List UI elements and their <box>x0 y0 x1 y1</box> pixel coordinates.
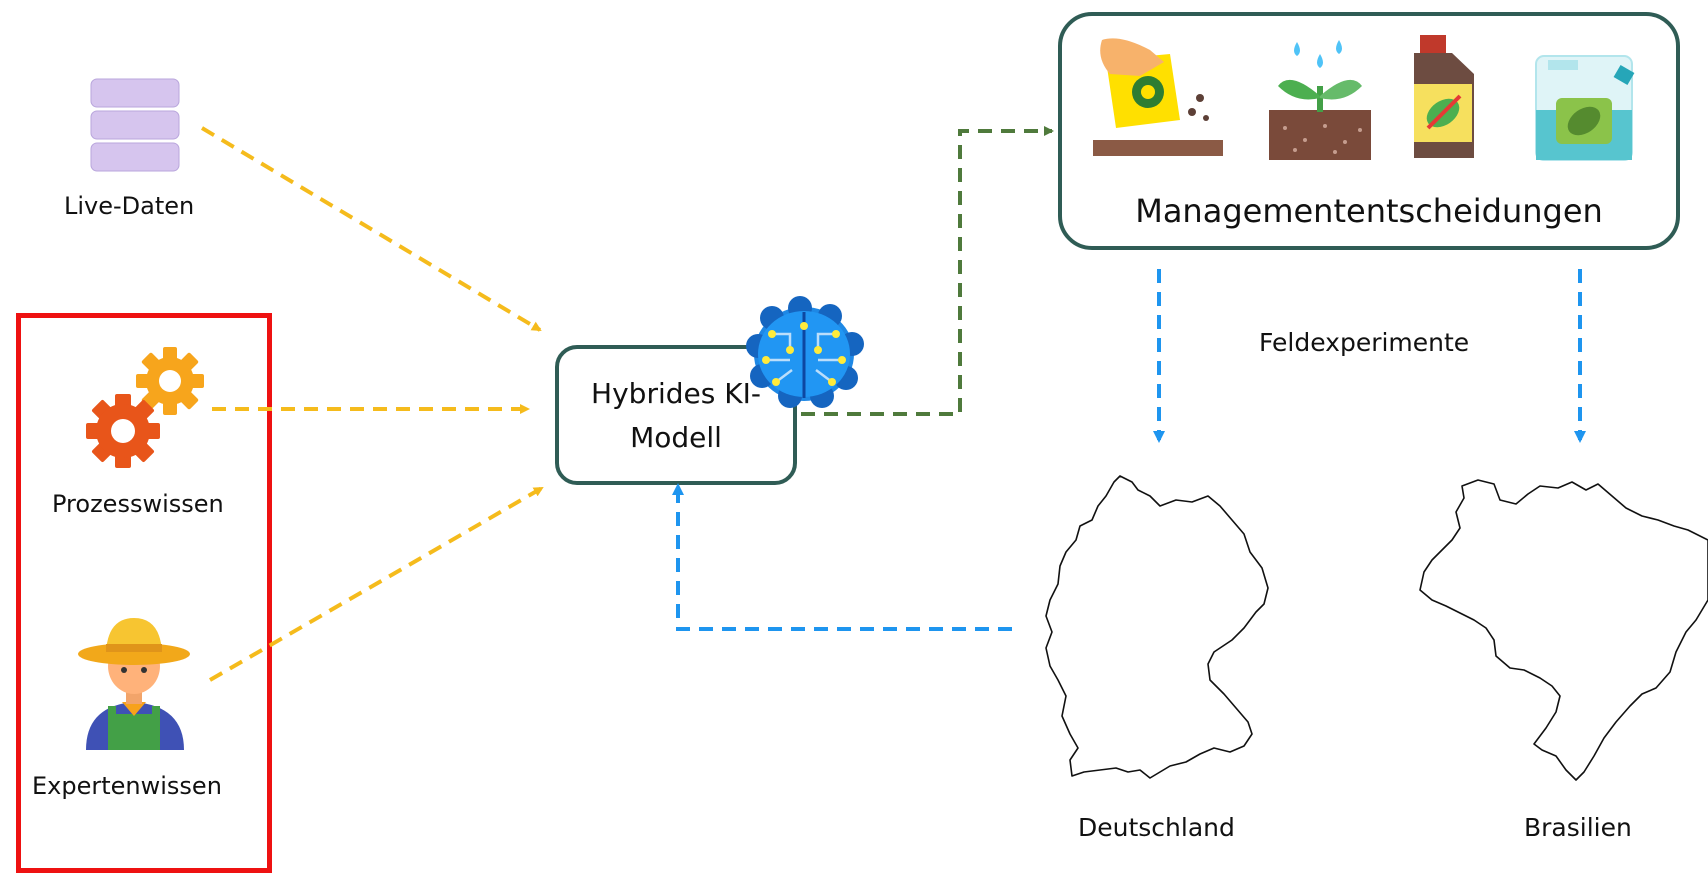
arrow-germany-feedback-to-model <box>672 483 1012 631</box>
database-icon <box>90 78 180 172</box>
field-experiments-label: Feldexperimente <box>1259 328 1470 357</box>
germany-label: Deutschland <box>1078 813 1235 842</box>
pesticide-bottle-icon <box>1414 35 1474 158</box>
process-knowledge-label: Prozesswissen <box>52 490 224 518</box>
germany-map-icon <box>1045 475 1269 779</box>
expert-knowledge-label: Expertenwissen <box>32 772 222 800</box>
gears-icon <box>86 347 204 468</box>
sowing-seeds-icon <box>1093 38 1223 156</box>
live-data-label: Live-Daten <box>64 192 195 220</box>
arrow-live-data-to-model <box>200 126 542 332</box>
arrow-model-to-management <box>801 126 1054 416</box>
arrow-expert-to-model <box>208 486 544 682</box>
management-title: Managemententscheidungen <box>1135 192 1603 230</box>
ai-brain-icon <box>746 296 864 408</box>
brazil-map-icon <box>1419 479 1708 781</box>
model-title: Hybrides KI-Modell <box>591 377 761 454</box>
fertilizer-canister-icon <box>1535 55 1635 161</box>
watered-plant-icon <box>1269 40 1371 160</box>
brazil-label: Brasilien <box>1524 813 1632 842</box>
farmer-icon <box>78 618 190 750</box>
